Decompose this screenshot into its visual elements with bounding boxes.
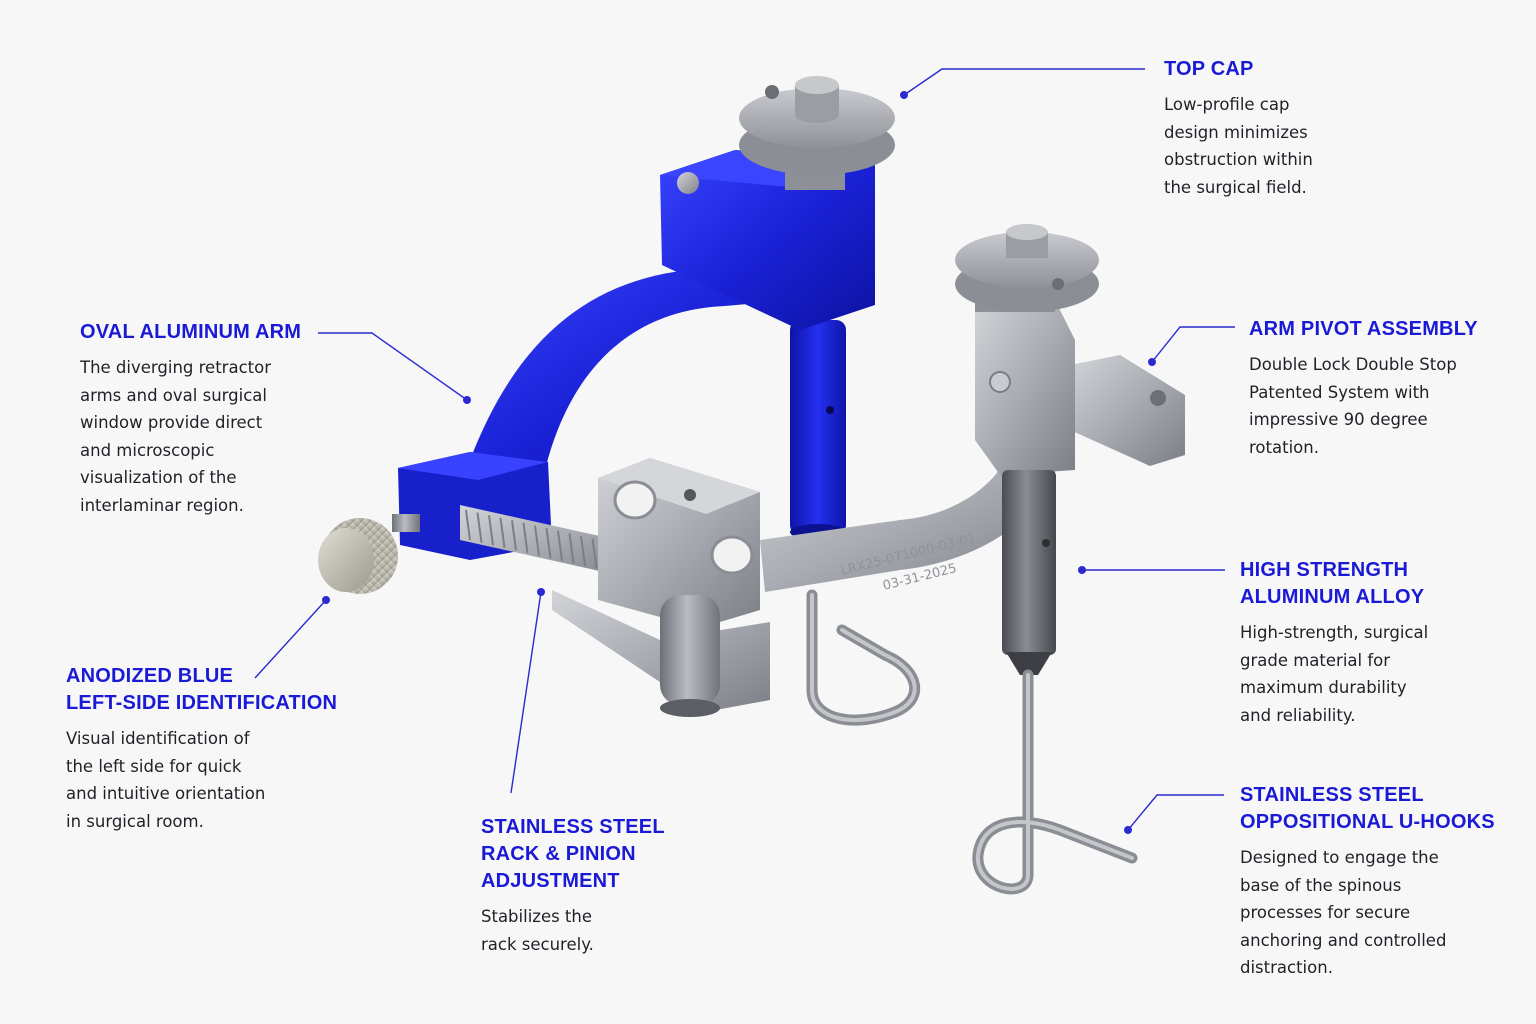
callout-body: Visual identification of the left side f… [66, 729, 266, 831]
callout-body: The diverging retractor arms and oval su… [80, 358, 271, 515]
leader-anodized [254, 599, 327, 679]
callout-body: Stabilizes the rack securely. [481, 907, 594, 954]
leader-rack [510, 591, 542, 794]
arm-pivot [955, 224, 1185, 475]
callout-title: STAINLESS STEEL OPPOSITIONAL U-HOOKS [1240, 784, 1495, 833]
callout-oval-arm: OVAL ALUMINUM ARM The diverging retracto… [80, 319, 301, 519]
thumb-knob [318, 514, 420, 594]
callout-title: TOP CAP [1164, 58, 1254, 80]
u-hooks [806, 589, 1138, 895]
pinion-housing [552, 458, 770, 717]
right-post [1002, 470, 1056, 675]
callout-arm-pivot: ARM PIVOT ASSEMBLY Double Lock Double St… [1249, 316, 1478, 461]
top-cap [739, 76, 895, 190]
callout-anodized: ANODIZED BLUE LEFT-SIDE IDENTIFICATION V… [66, 663, 337, 835]
callout-title: HIGH STRENGTH ALUMINUM ALLOY [1240, 559, 1425, 608]
leader-oval-arm [318, 332, 468, 401]
callout-title: ARM PIVOT ASSEMBLY [1249, 318, 1478, 340]
callout-u-hooks: STAINLESS STEEL OPPOSITIONAL U-HOOKS Des… [1240, 782, 1495, 982]
callout-body: High-strength, surgical grade material f… [1240, 623, 1429, 725]
callout-title: OVAL ALUMINUM ARM [80, 321, 302, 343]
callout-body: Low-profile cap design minimizes obstruc… [1164, 95, 1313, 197]
leader-u-hooks [1127, 794, 1224, 831]
callout-top-cap: TOP CAP Low-profile cap design minimizes… [1164, 56, 1313, 201]
callout-rack: STAINLESS STEEL RACK & PINION ADJUSTMENT… [481, 814, 665, 958]
callout-body: Double Lock Double Stop Patented System … [1249, 355, 1457, 457]
callout-alloy: HIGH STRENGTH ALUMINUM ALLOY High-streng… [1240, 557, 1428, 729]
callout-body: Designed to engage the base of the spino… [1240, 848, 1447, 977]
callout-title: ANODIZED BLUE LEFT-SIDE IDENTIFICATION [66, 665, 338, 714]
leader-top-cap [903, 68, 1145, 96]
leader-lines [254, 68, 1235, 831]
leader-arm-pivot [1151, 326, 1235, 363]
leader-dots [322, 91, 1156, 834]
callout-title: STAINLESS STEEL RACK & PINION ADJUSTMENT [481, 816, 665, 892]
